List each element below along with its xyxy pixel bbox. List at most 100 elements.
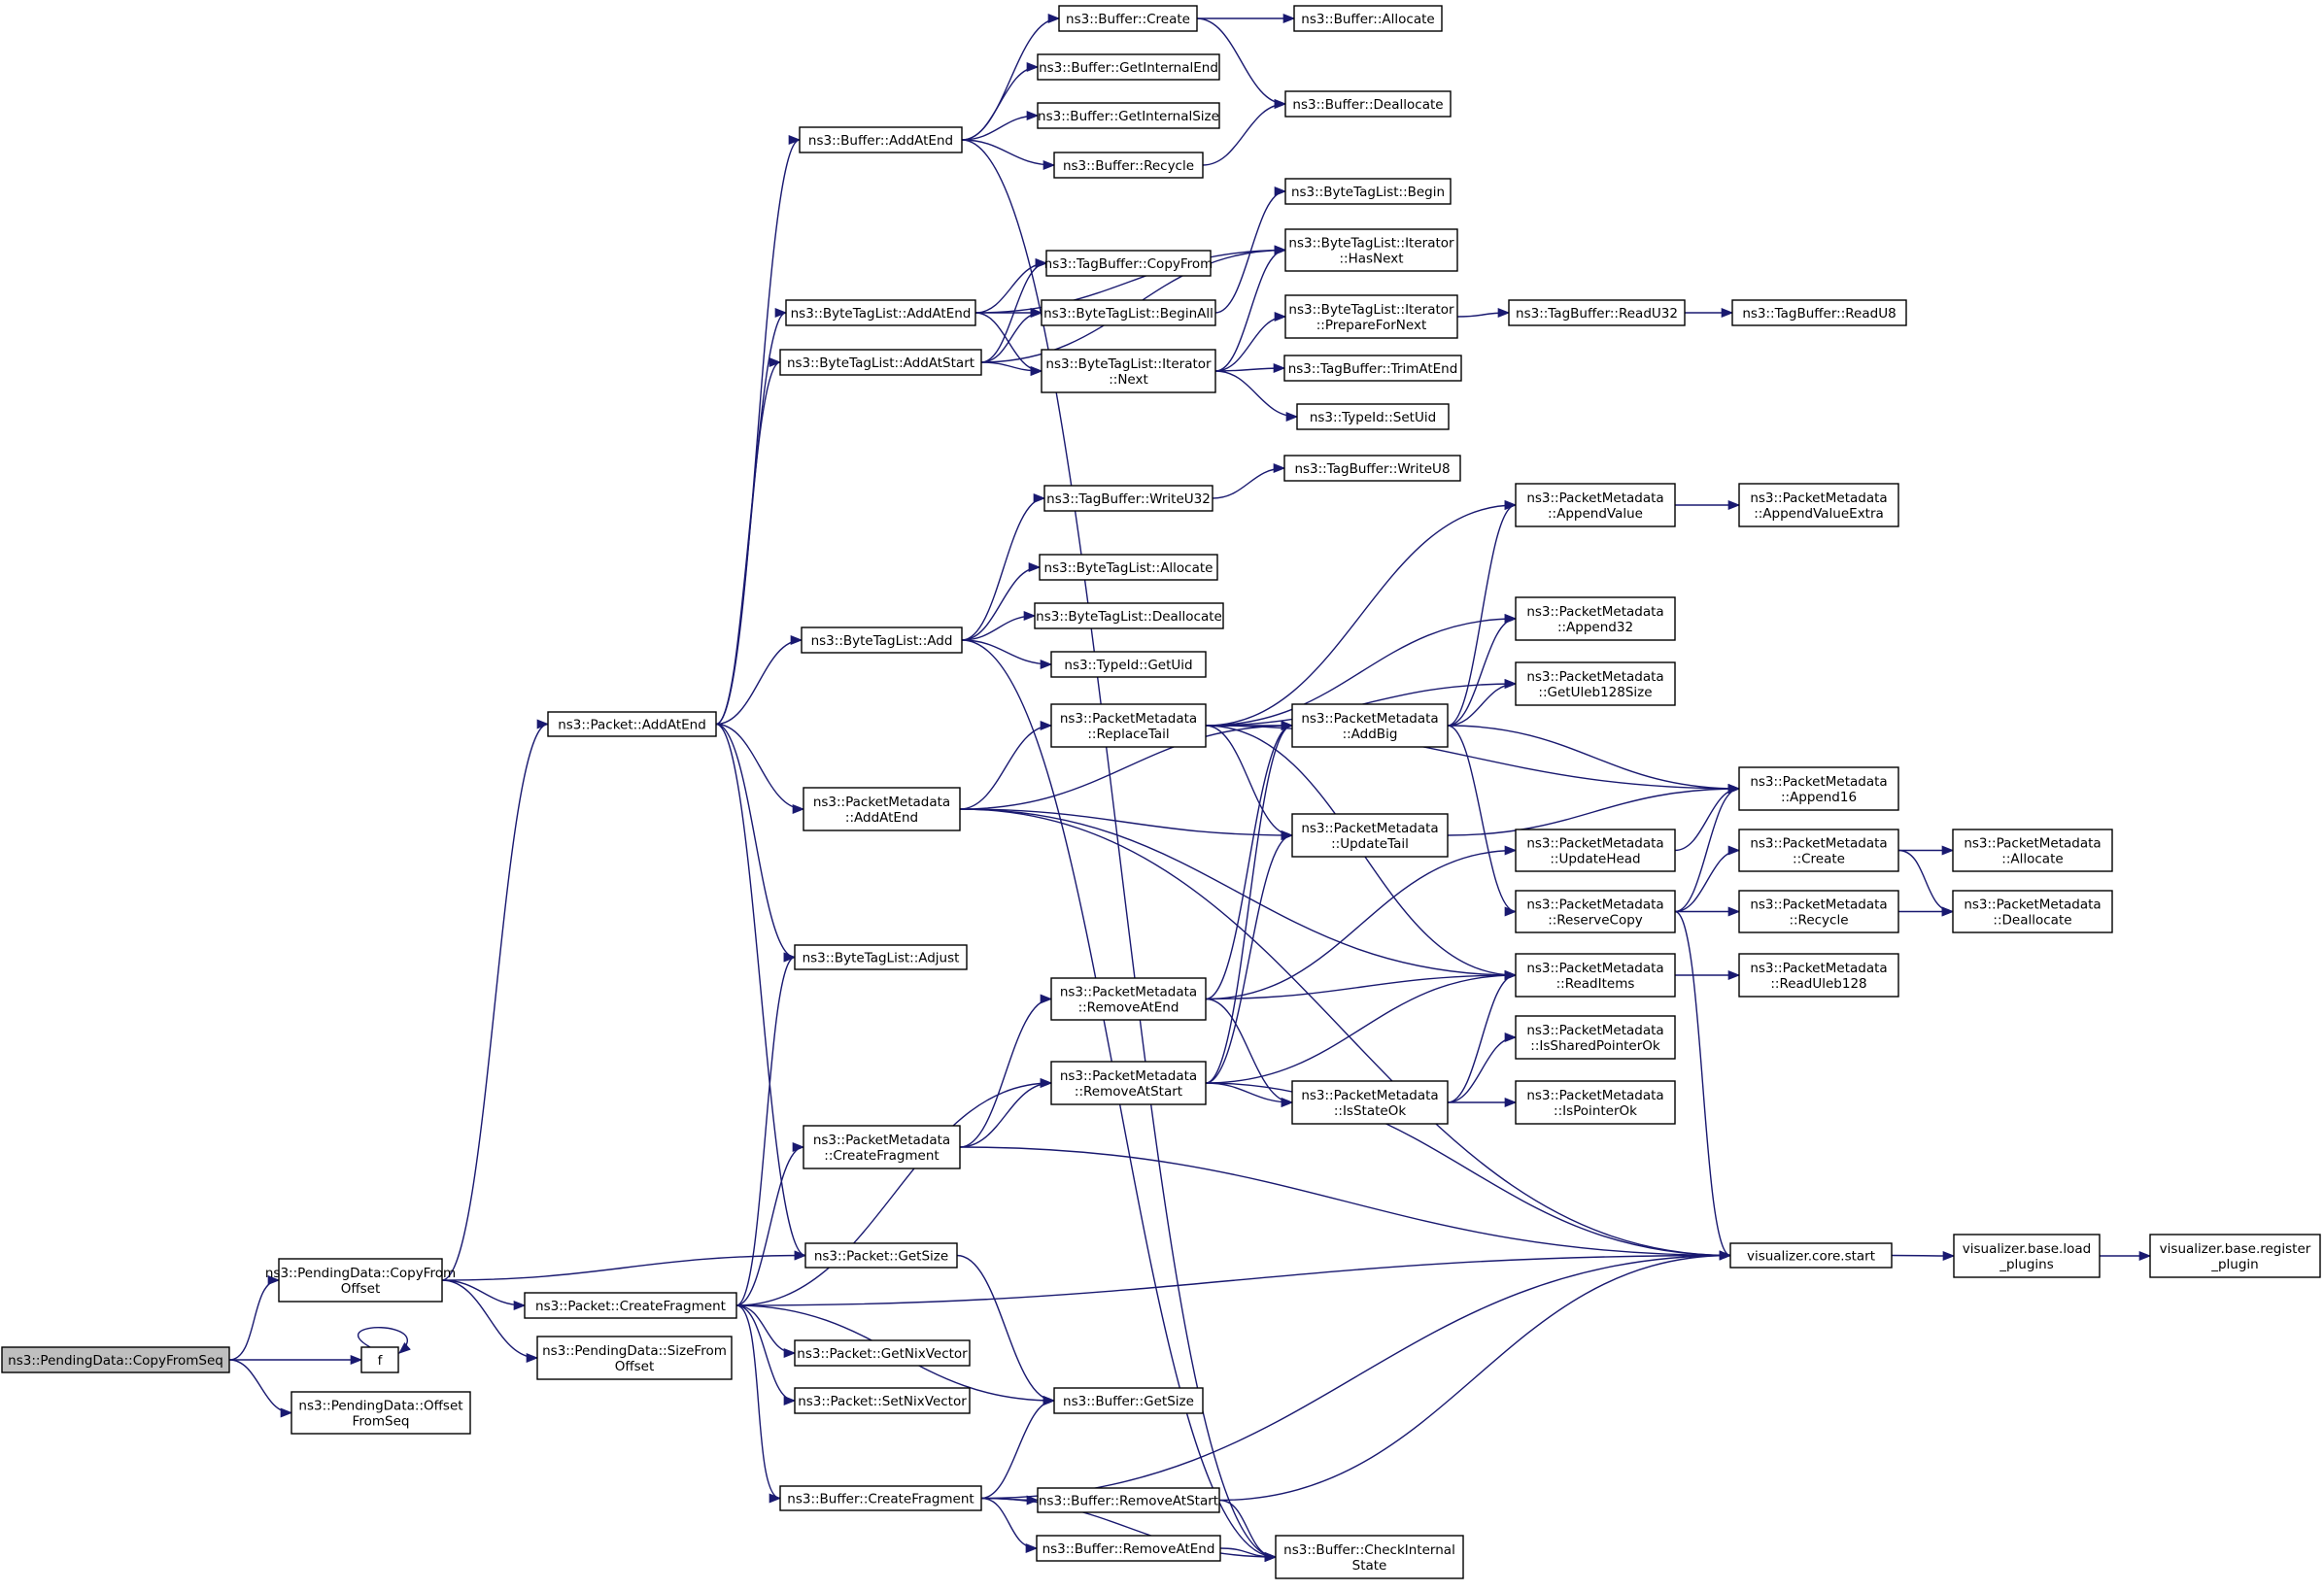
graph-node[interactable]: ns3::Buffer::RemoveAtEnd xyxy=(1036,1535,1221,1562)
graph-node[interactable]: ns3::ByteTagList::Adjust xyxy=(794,944,968,970)
node-label: ::ReadUleb128 xyxy=(1770,976,1866,992)
node-box xyxy=(1045,250,1212,277)
node-label: ns3::ByteTagList::Deallocate xyxy=(1036,609,1222,625)
graph-node[interactable]: ns3::Packet::GetNixVector xyxy=(794,1339,971,1367)
graph-node[interactable]: ns3::Packet::SetNixVector xyxy=(794,1387,971,1414)
node-label: ns3::PacketMetadata xyxy=(1526,897,1663,913)
graph-node[interactable]: ns3::Packet::CreateFragment xyxy=(524,1292,737,1319)
graph-node[interactable]: ns3::ByteTagList::BeginAll xyxy=(1041,299,1216,326)
graph-node[interactable]: ns3::ByteTagList::AddAtEnd xyxy=(785,299,976,326)
graph-node[interactable]: ns3::PacketMetadata::Append16 xyxy=(1738,766,1899,811)
graph-node[interactable]: ns3::PacketMetadata::IsStateOk xyxy=(1291,1080,1449,1125)
edge-pmRemoveAtStart-pmUpdateTail xyxy=(1205,830,1294,1084)
node-box xyxy=(801,626,963,654)
edge-f-f xyxy=(357,1327,411,1354)
graph-node[interactable]: ns3::TagBuffer::CopyFrom xyxy=(1044,250,1213,277)
node-box xyxy=(1738,953,1899,998)
edge-pmReplaceTail-pmAppend32 xyxy=(1205,613,1518,727)
graph-node[interactable]: ns3::PacketMetadata::RemoveAtStart xyxy=(1050,1061,1207,1105)
graph-node[interactable]: ns3::TagBuffer::WriteU8 xyxy=(1283,455,1461,482)
graph-node[interactable]: ns3::ByteTagList::Begin xyxy=(1284,178,1452,205)
graph-node[interactable]: ns3::PacketMetadata::AppendValue xyxy=(1515,483,1676,527)
edge-pmIsStateOk-pmIsSharedPointerOk xyxy=(1447,1032,1518,1103)
node-label: visualizer.core.start xyxy=(1747,1249,1875,1265)
graph-node[interactable]: ns3::Buffer::Create xyxy=(1058,5,1198,32)
graph-node[interactable]: ns3::Buffer::Allocate xyxy=(1293,5,1443,32)
graph-node[interactable]: ns3::Buffer::GetInternalSize xyxy=(1037,102,1220,129)
graph-node[interactable]: ns3::PacketMetadata::AddBig xyxy=(1291,703,1449,748)
node-box xyxy=(1050,703,1207,748)
edge-btlAddAtEnd-btlItHasNext xyxy=(974,245,1287,314)
graph-node[interactable]: ns3::Buffer::RemoveAtStart xyxy=(1037,1487,1220,1513)
graph-node[interactable]: visualizer.core.start xyxy=(1729,1242,1893,1269)
node-box xyxy=(1738,890,1899,933)
graph-node[interactable]: ns3::TagBuffer::ReadU8 xyxy=(1731,299,1907,326)
graph-node[interactable]: ns3::PacketMetadata::IsPointerOk xyxy=(1515,1080,1676,1125)
graph-node[interactable]: ns3::PacketMetadata::UpdateTail xyxy=(1291,813,1449,858)
node-label: ns3::PacketMetadata xyxy=(1526,961,1663,976)
graph-node[interactable]: ns3::Buffer::AddAtEnd xyxy=(799,126,963,153)
graph-node[interactable]: f xyxy=(360,1346,399,1373)
edge-pktAddAtEnd-btlAdd xyxy=(715,634,803,726)
graph-node[interactable]: ns3::PacketMetadata::CreateFragment xyxy=(803,1125,961,1169)
edge-copyFromOffset-pktGetSize xyxy=(441,1250,807,1281)
graph-node[interactable]: visualizer.base.load_plugins xyxy=(1953,1234,2101,1278)
graph-node[interactable]: visualizer.base.register_plugin xyxy=(2149,1234,2321,1278)
graph-node[interactable]: ns3::PacketMetadata::AppendValueExtra xyxy=(1738,483,1899,527)
graph-node[interactable]: ns3::TagBuffer::WriteU32 xyxy=(1043,485,1213,512)
graph-node[interactable]: ns3::PacketMetadata::UpdateHead xyxy=(1515,829,1676,872)
node-label: ns3::ByteTagList::Allocate xyxy=(1044,560,1213,576)
graph-node[interactable]: ns3::PacketMetadata::Recycle xyxy=(1738,890,1899,933)
graph-node[interactable]: ns3::ByteTagList::AddAtStart xyxy=(779,349,982,376)
graph-node[interactable]: ns3::TagBuffer::TrimAtEnd xyxy=(1283,355,1462,382)
graph-node[interactable]: ns3::TypeId::SetUid xyxy=(1296,403,1450,430)
graph-node[interactable]: ns3::PacketMetadata::ReplaceTail xyxy=(1050,703,1207,748)
graph-node[interactable]: ns3::Buffer::Deallocate xyxy=(1284,90,1452,118)
edge-copyFromSeq-offsetFromSeq xyxy=(228,1359,293,1418)
edge-pmAddAtEnd-pmUpdateTail xyxy=(959,808,1294,841)
edge-btlAdd-btlAllocate xyxy=(961,561,1042,641)
node-label: ns3::PacketMetadata xyxy=(1060,711,1197,727)
graph-node[interactable]: ns3::Packet::AddAtEnd xyxy=(547,711,717,737)
node-label: ::PrepareForNext xyxy=(1316,318,1427,333)
graph-node[interactable]: ns3::PacketMetadata::ReadItems xyxy=(1515,953,1676,998)
node-label: ns3::PendingData::CopyFrom xyxy=(265,1266,456,1281)
graph-node[interactable]: ns3::Buffer::GetInternalEnd xyxy=(1037,53,1220,81)
graph-node[interactable]: ns3::ByteTagList::Iterator::PrepareForNe… xyxy=(1284,294,1458,339)
graph-node[interactable]: ns3::Packet::GetSize xyxy=(804,1242,958,1269)
graph-node[interactable]: ns3::PacketMetadata::IsSharedPointerOk xyxy=(1515,1015,1676,1060)
edge-pktCreateFragment-btlAdjust xyxy=(735,952,797,1306)
graph-node[interactable]: ns3::PendingData::CopyFromSeq xyxy=(1,1346,230,1373)
graph-node[interactable]: ns3::TypeId::GetUid xyxy=(1050,651,1207,678)
edge-copyFromSeq-copyFromOffset xyxy=(228,1274,281,1361)
graph-node[interactable]: ns3::PacketMetadata::Deallocate xyxy=(1952,890,2113,933)
graph-node[interactable]: ns3::PacketMetadata::RemoveAtEnd xyxy=(1050,977,1207,1021)
node-label: ns3::Buffer::AddAtEnd xyxy=(808,133,953,149)
node-box xyxy=(1515,1080,1676,1125)
graph-node[interactable]: ns3::TagBuffer::ReadU32 xyxy=(1508,299,1686,326)
edge-bufAddAtEnd-bufRecycle xyxy=(961,139,1056,171)
graph-node[interactable]: ns3::PacketMetadata::GetUleb128Size xyxy=(1515,661,1676,706)
graph-node[interactable]: ns3::PacketMetadata::ReadUleb128 xyxy=(1738,953,1899,998)
graph-node[interactable]: ns3::PacketMetadata::Allocate xyxy=(1952,829,2113,872)
graph-node[interactable]: ns3::ByteTagList::Add xyxy=(801,626,963,654)
node-label: ::AddAtEnd xyxy=(845,810,918,826)
graph-node[interactable]: ns3::PacketMetadata::Append32 xyxy=(1515,596,1676,641)
graph-node[interactable]: ns3::PacketMetadata::AddAtEnd xyxy=(803,787,961,831)
graph-node[interactable]: ns3::Buffer::CreateFragment xyxy=(779,1485,982,1511)
node-label: ::AppendValue xyxy=(1548,506,1643,522)
graph-node[interactable]: ns3::ByteTagList::Deallocate xyxy=(1034,602,1224,629)
graph-node[interactable]: ns3::ByteTagList::Allocate xyxy=(1039,554,1218,581)
edge-bufCreate-bufDeallocate xyxy=(1196,17,1287,110)
graph-node[interactable]: ns3::ByteTagList::Iterator::HasNext xyxy=(1284,228,1458,272)
graph-node[interactable]: ns3::Buffer::GetSize xyxy=(1053,1387,1204,1414)
graph-node[interactable]: ns3::ByteTagList::Iterator::Next xyxy=(1041,349,1216,393)
graph-node[interactable]: ns3::PacketMetadata::Create xyxy=(1738,829,1899,872)
graph-node[interactable]: ns3::Buffer::Recycle xyxy=(1053,152,1204,179)
graph-node[interactable]: ns3::PacketMetadata::ReserveCopy xyxy=(1515,890,1676,933)
